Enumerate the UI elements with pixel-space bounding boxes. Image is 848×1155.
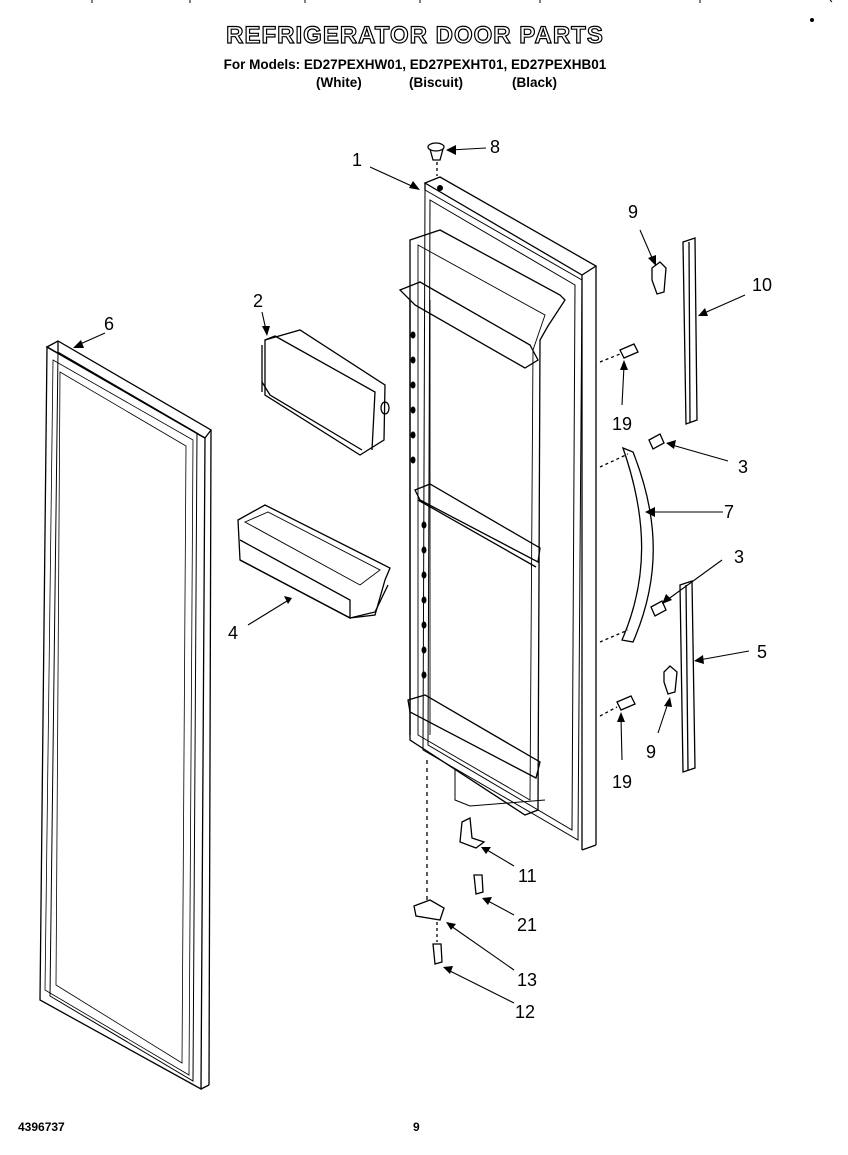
lower-door-bin	[237, 504, 391, 620]
callout-10: 10	[752, 275, 772, 295]
callout-9-upper: 9	[628, 202, 638, 222]
scan-marks	[91, 0, 833, 22]
upper-door-shelf	[261, 329, 390, 456]
callout-19-lower: 19	[612, 772, 632, 792]
hinge-pin	[459, 816, 486, 849]
trim-clip-lower	[663, 665, 678, 695]
callout-8: 8	[490, 137, 500, 157]
finish-white: (White)	[316, 75, 362, 90]
finish-biscuit: (Biscuit)	[409, 75, 463, 90]
bracket-screw	[432, 943, 443, 965]
callout-21: 21	[517, 915, 537, 935]
callout-19-upper: 19	[612, 414, 632, 434]
handle-screw-upper	[648, 433, 665, 450]
document-number: 4396737	[18, 1120, 65, 1134]
lower-handle-trim	[679, 580, 696, 773]
leader-arrowheads	[73, 145, 708, 974]
callout-11: 11	[518, 866, 537, 886]
callout-numbers: 1 8 2 6 9 10 19 3 7 3 5 4 9 19 11 21 13 …	[104, 137, 772, 1022]
trim-screw-lower	[599, 695, 636, 717]
callout-9-lower: 9	[646, 742, 656, 762]
trim-screw-upper	[599, 343, 639, 363]
trim-clip-upper	[651, 261, 667, 295]
hinge-bracket	[413, 760, 445, 942]
finish-black: (Black)	[512, 75, 558, 90]
callout-2: 2	[253, 291, 263, 311]
door-gasket	[39, 340, 212, 1091]
callout-5: 5	[757, 642, 767, 662]
door-handle	[599, 446, 654, 643]
handle-screw-lower	[650, 600, 667, 617]
page-number: 9	[413, 1120, 420, 1134]
callout-12: 12	[515, 1002, 535, 1022]
callout-3-lower: 3	[734, 547, 744, 567]
upper-handle-trim	[682, 237, 698, 425]
callout-3-upper: 3	[738, 457, 748, 477]
callout-6: 6	[104, 314, 114, 334]
callout-7: 7	[724, 502, 734, 522]
refrigerator-door	[398, 176, 598, 851]
page-title: REFRIGERATOR DOOR PARTS	[226, 21, 604, 49]
hinge-screw	[473, 874, 484, 895]
door-plug	[427, 142, 445, 176]
leader-lines	[77, 147, 750, 1004]
models-line: For Models: ED27PEXHW01, ED27PEXHT01, ED…	[223, 57, 607, 72]
callout-1: 1	[352, 150, 362, 170]
callout-4: 4	[228, 623, 238, 643]
callout-13: 13	[517, 970, 537, 990]
